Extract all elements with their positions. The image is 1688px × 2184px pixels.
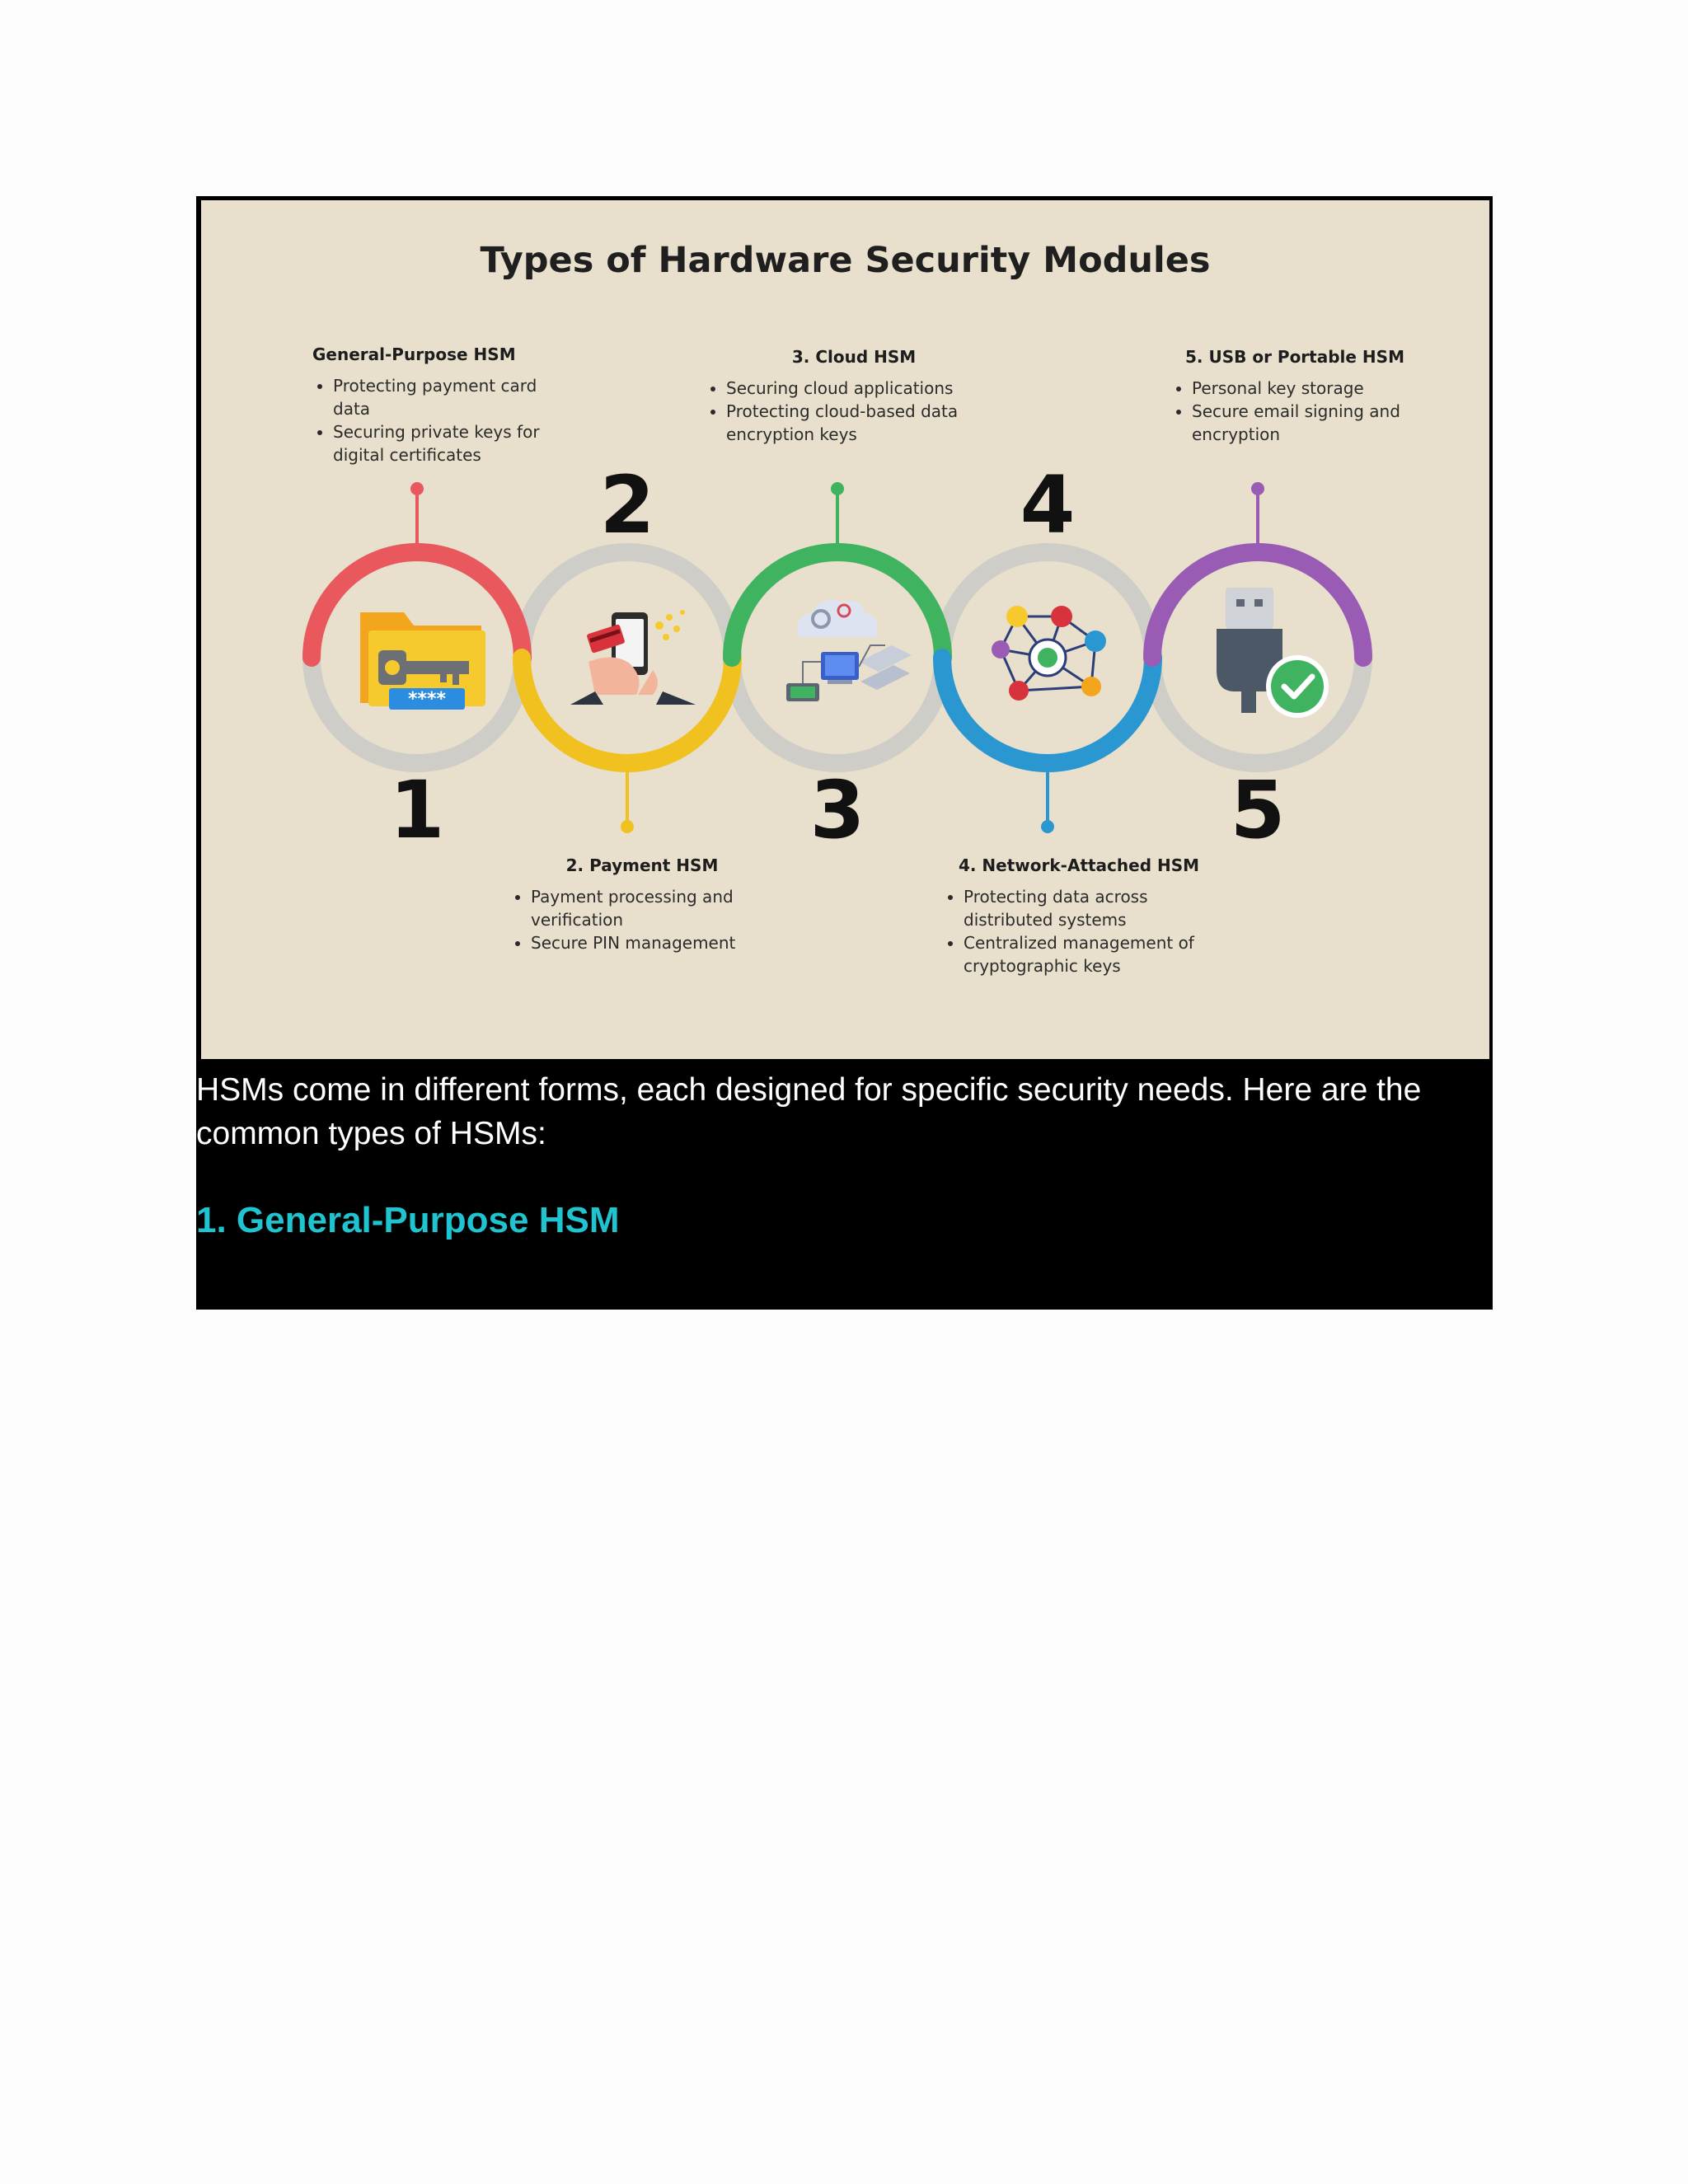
stage-number-3: 3 (809, 764, 865, 856)
arc-stage-2 (513, 649, 742, 772)
card-cloud-hsm: 3. Cloud HSM Securing cloud applications… (706, 347, 1002, 446)
infographic-figure: **** (201, 200, 1489, 1059)
connector-dot-1 (410, 482, 424, 495)
stage-number-5: 5 (1230, 764, 1286, 856)
card-heading: 4. Network-Attached HSM (958, 855, 1200, 875)
password-mask: **** (408, 689, 447, 710)
infographic-graphic: **** (302, 482, 1372, 833)
card-payment-hsm: 2. Payment HSM Payment processing and ve… (510, 855, 774, 954)
stage-number-2: 2 (599, 459, 655, 551)
stage-number-4: 4 (1020, 459, 1076, 551)
card-bullet: Securing cloud applications (726, 377, 1002, 400)
infographic-title: Types of Hardware Security Modules (480, 240, 1211, 281)
connector-dot-5 (1251, 482, 1264, 495)
card-bullet: Securing private keys for digital certif… (333, 420, 576, 466)
folder-key-password-icon: **** (360, 612, 485, 710)
usb-checkmark-icon (1217, 588, 1329, 718)
card-bullet: Protecting cloud-based data encryption k… (726, 400, 1002, 446)
connector-dot-2 (621, 820, 634, 833)
card-bullet: Secure PIN management (531, 931, 774, 954)
card-usb-portable-hsm: 5. USB or Portable HSM Personal key stor… (1171, 347, 1418, 446)
arc-stage-5 (1143, 543, 1372, 667)
card-bullet: Protecting payment card data (333, 374, 576, 420)
arc-stage-3 (723, 543, 952, 667)
stage-number-1: 1 (389, 764, 445, 856)
card-heading: 5. USB or Portable HSM (1185, 347, 1404, 367)
card-heading: 3. Cloud HSM (791, 347, 917, 367)
card-heading: 2. Payment HSM (565, 855, 719, 875)
card-bullets: Protecting data across distributed syste… (943, 885, 1215, 977)
card-bullet: Centralized management of cryptographic … (964, 931, 1215, 977)
arc-stage-4 (933, 649, 1162, 772)
card-bullet: Personal key storage (1192, 377, 1418, 400)
intro-paragraph: HSMs come in different forms, each desig… (196, 1072, 1422, 1151)
card-bullets: Protecting payment card data Securing pr… (312, 374, 576, 466)
cloud-network-devices-icon (786, 599, 912, 701)
connector-dot-3 (831, 482, 844, 495)
content-panel: **** (196, 196, 1493, 1310)
section-heading: 1. General-Purpose HSM (196, 1200, 620, 1240)
arc-stage-1 (302, 543, 532, 667)
card-heading: General-Purpose HSM (312, 344, 516, 364)
card-bullet: Secure email signing and encryption (1192, 400, 1418, 446)
card-bullets: Securing cloud applications Protecting c… (706, 377, 1002, 446)
connected-users-network-icon (992, 606, 1106, 701)
card-general-purpose-hsm: General-Purpose HSM Protecting payment c… (312, 344, 576, 466)
card-bullets: Personal key storage Secure email signin… (1171, 377, 1418, 446)
card-bullet: Payment processing and verification (531, 885, 774, 931)
mobile-payment-icon (570, 610, 696, 705)
connector-dot-4 (1041, 820, 1054, 833)
card-bullet: Protecting data across distributed syste… (964, 885, 1215, 931)
card-bullets: Payment processing and verification Secu… (510, 885, 774, 954)
card-network-attached-hsm: 4. Network-Attached HSM Protecting data … (943, 855, 1215, 977)
